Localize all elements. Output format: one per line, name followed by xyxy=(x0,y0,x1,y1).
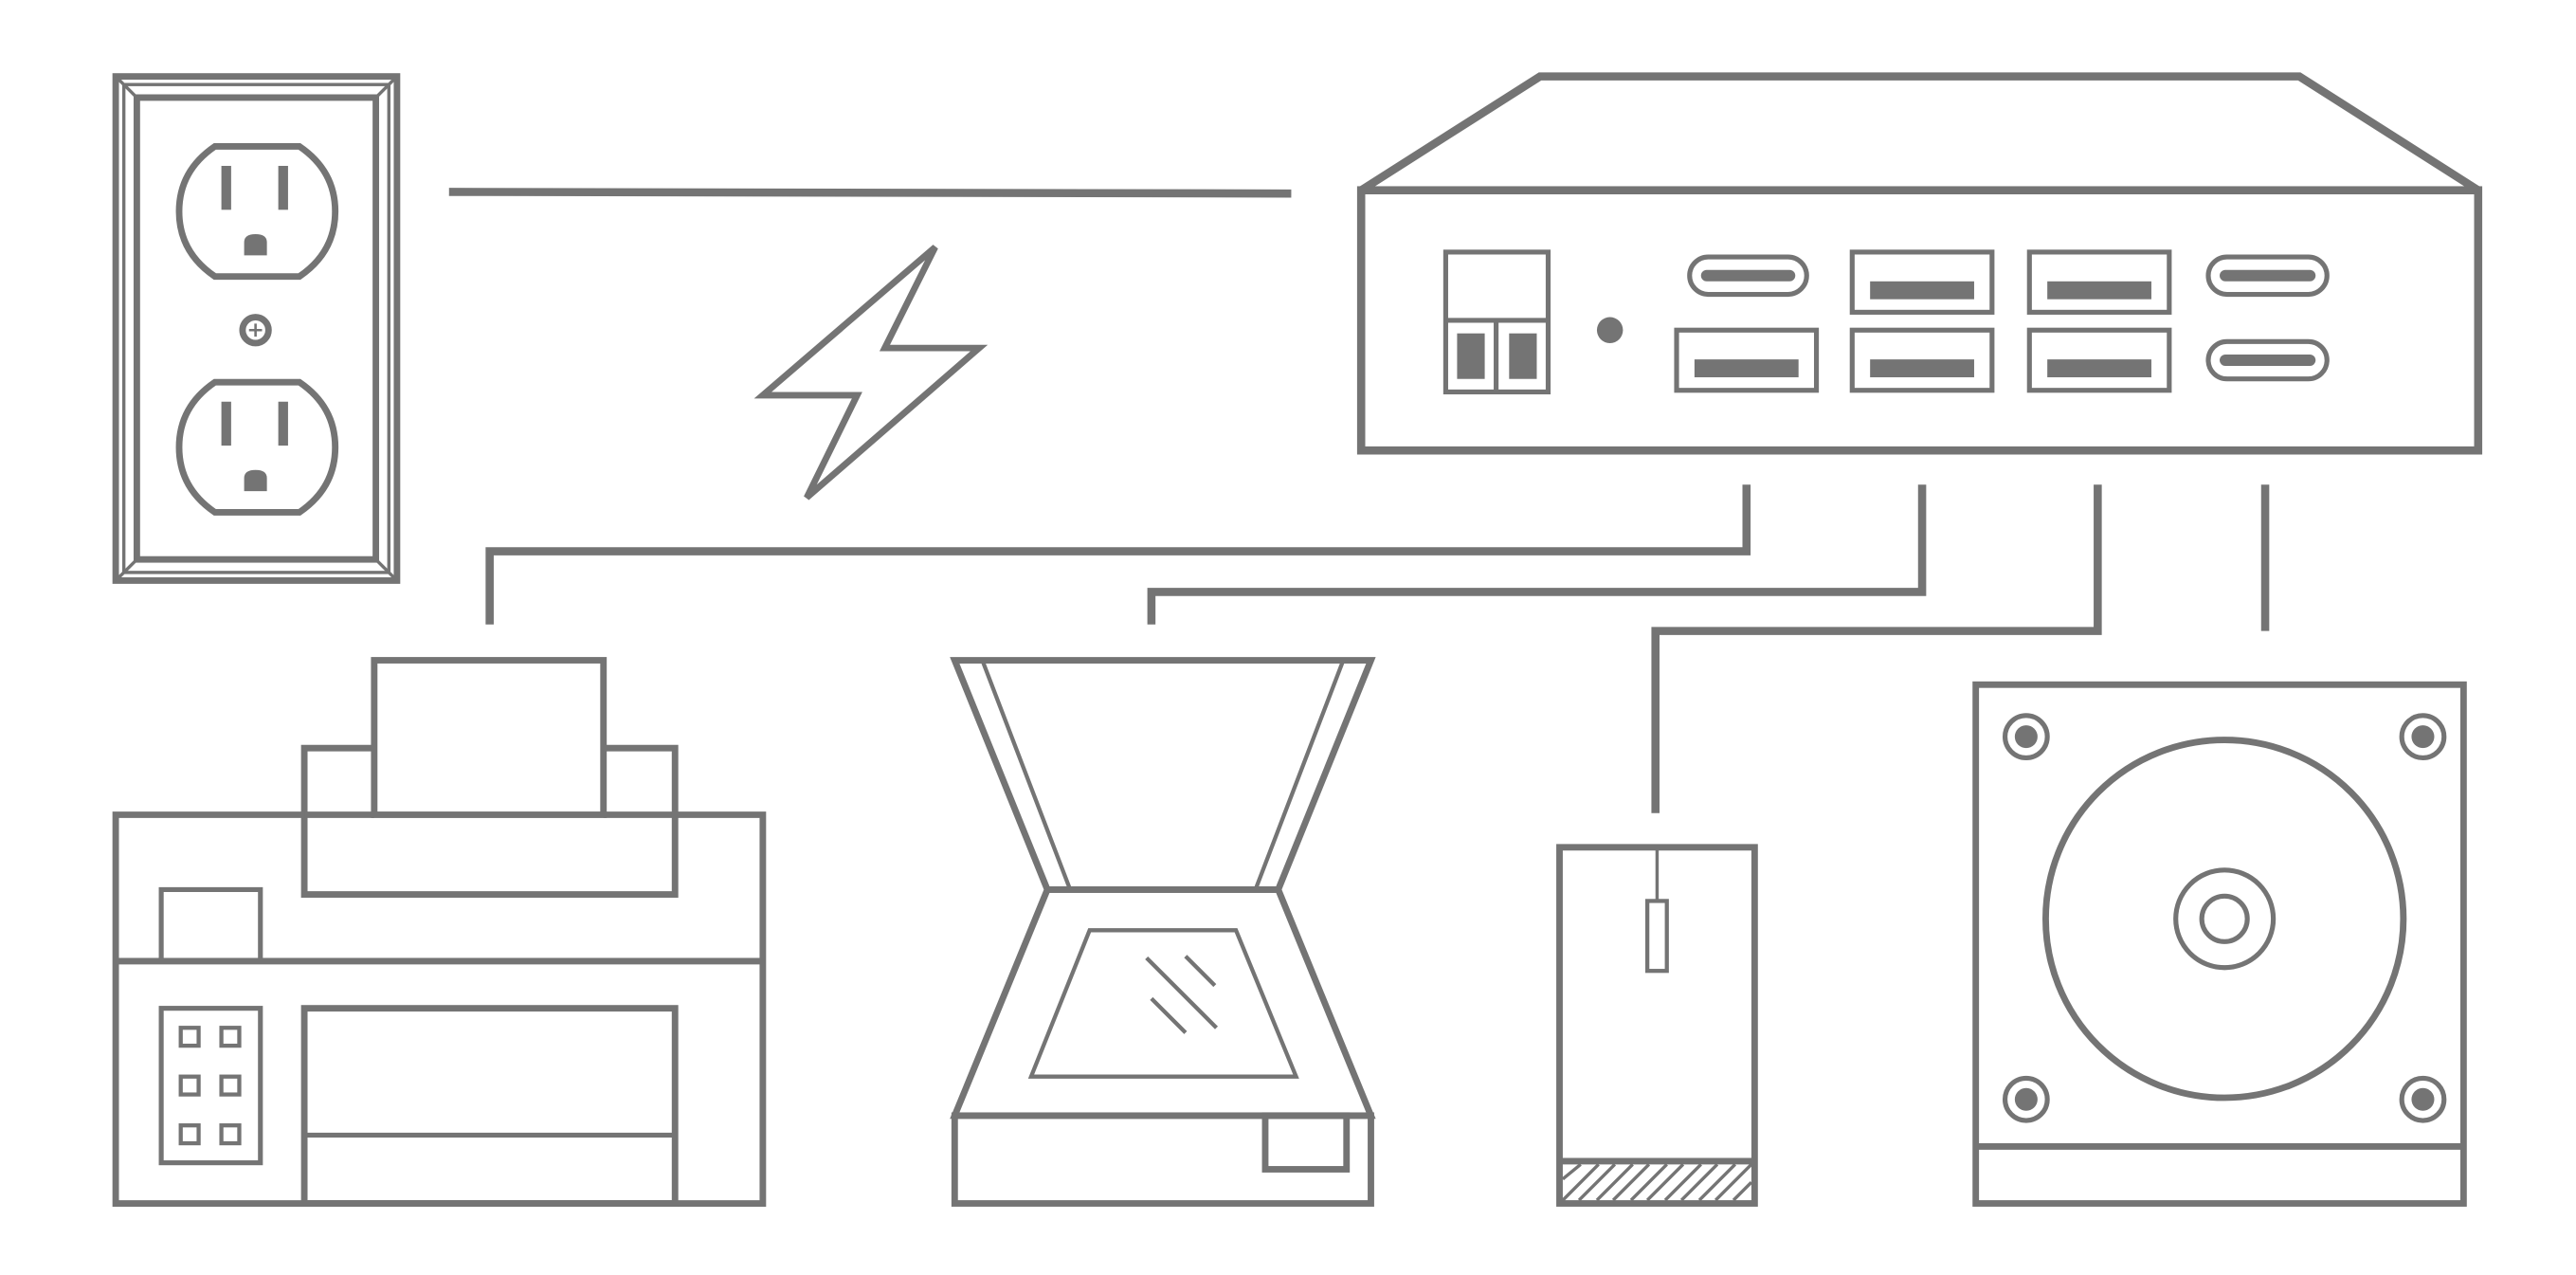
usb-c-port xyxy=(1690,257,1807,294)
usb-flash-drive-icon xyxy=(1559,847,1754,1204)
usb-a-port xyxy=(2029,252,2169,312)
printer-icon xyxy=(116,661,763,1204)
hard-drive-icon xyxy=(1976,684,2464,1203)
power-led xyxy=(1597,318,1623,343)
power-switch xyxy=(1445,252,1548,392)
usb-a-port xyxy=(1677,330,1817,390)
usb-a-port xyxy=(1852,330,1992,390)
lightning-bolt-icon xyxy=(763,247,979,498)
usb-a-port xyxy=(2029,330,2169,390)
printer-keypad xyxy=(161,1009,261,1163)
hub-cables xyxy=(490,484,2265,813)
usb-a-port xyxy=(1852,252,1992,312)
usb-hub-icon xyxy=(1361,77,2478,451)
power-cable xyxy=(449,191,1292,193)
flash-drive-cable xyxy=(1656,484,2098,813)
wall-outlet-icon xyxy=(116,77,397,581)
usb-c-port xyxy=(2208,257,2327,294)
printer-cable xyxy=(490,484,1747,625)
flatbed-scanner-icon xyxy=(954,661,1370,1204)
usb-c-port xyxy=(2208,341,2327,378)
